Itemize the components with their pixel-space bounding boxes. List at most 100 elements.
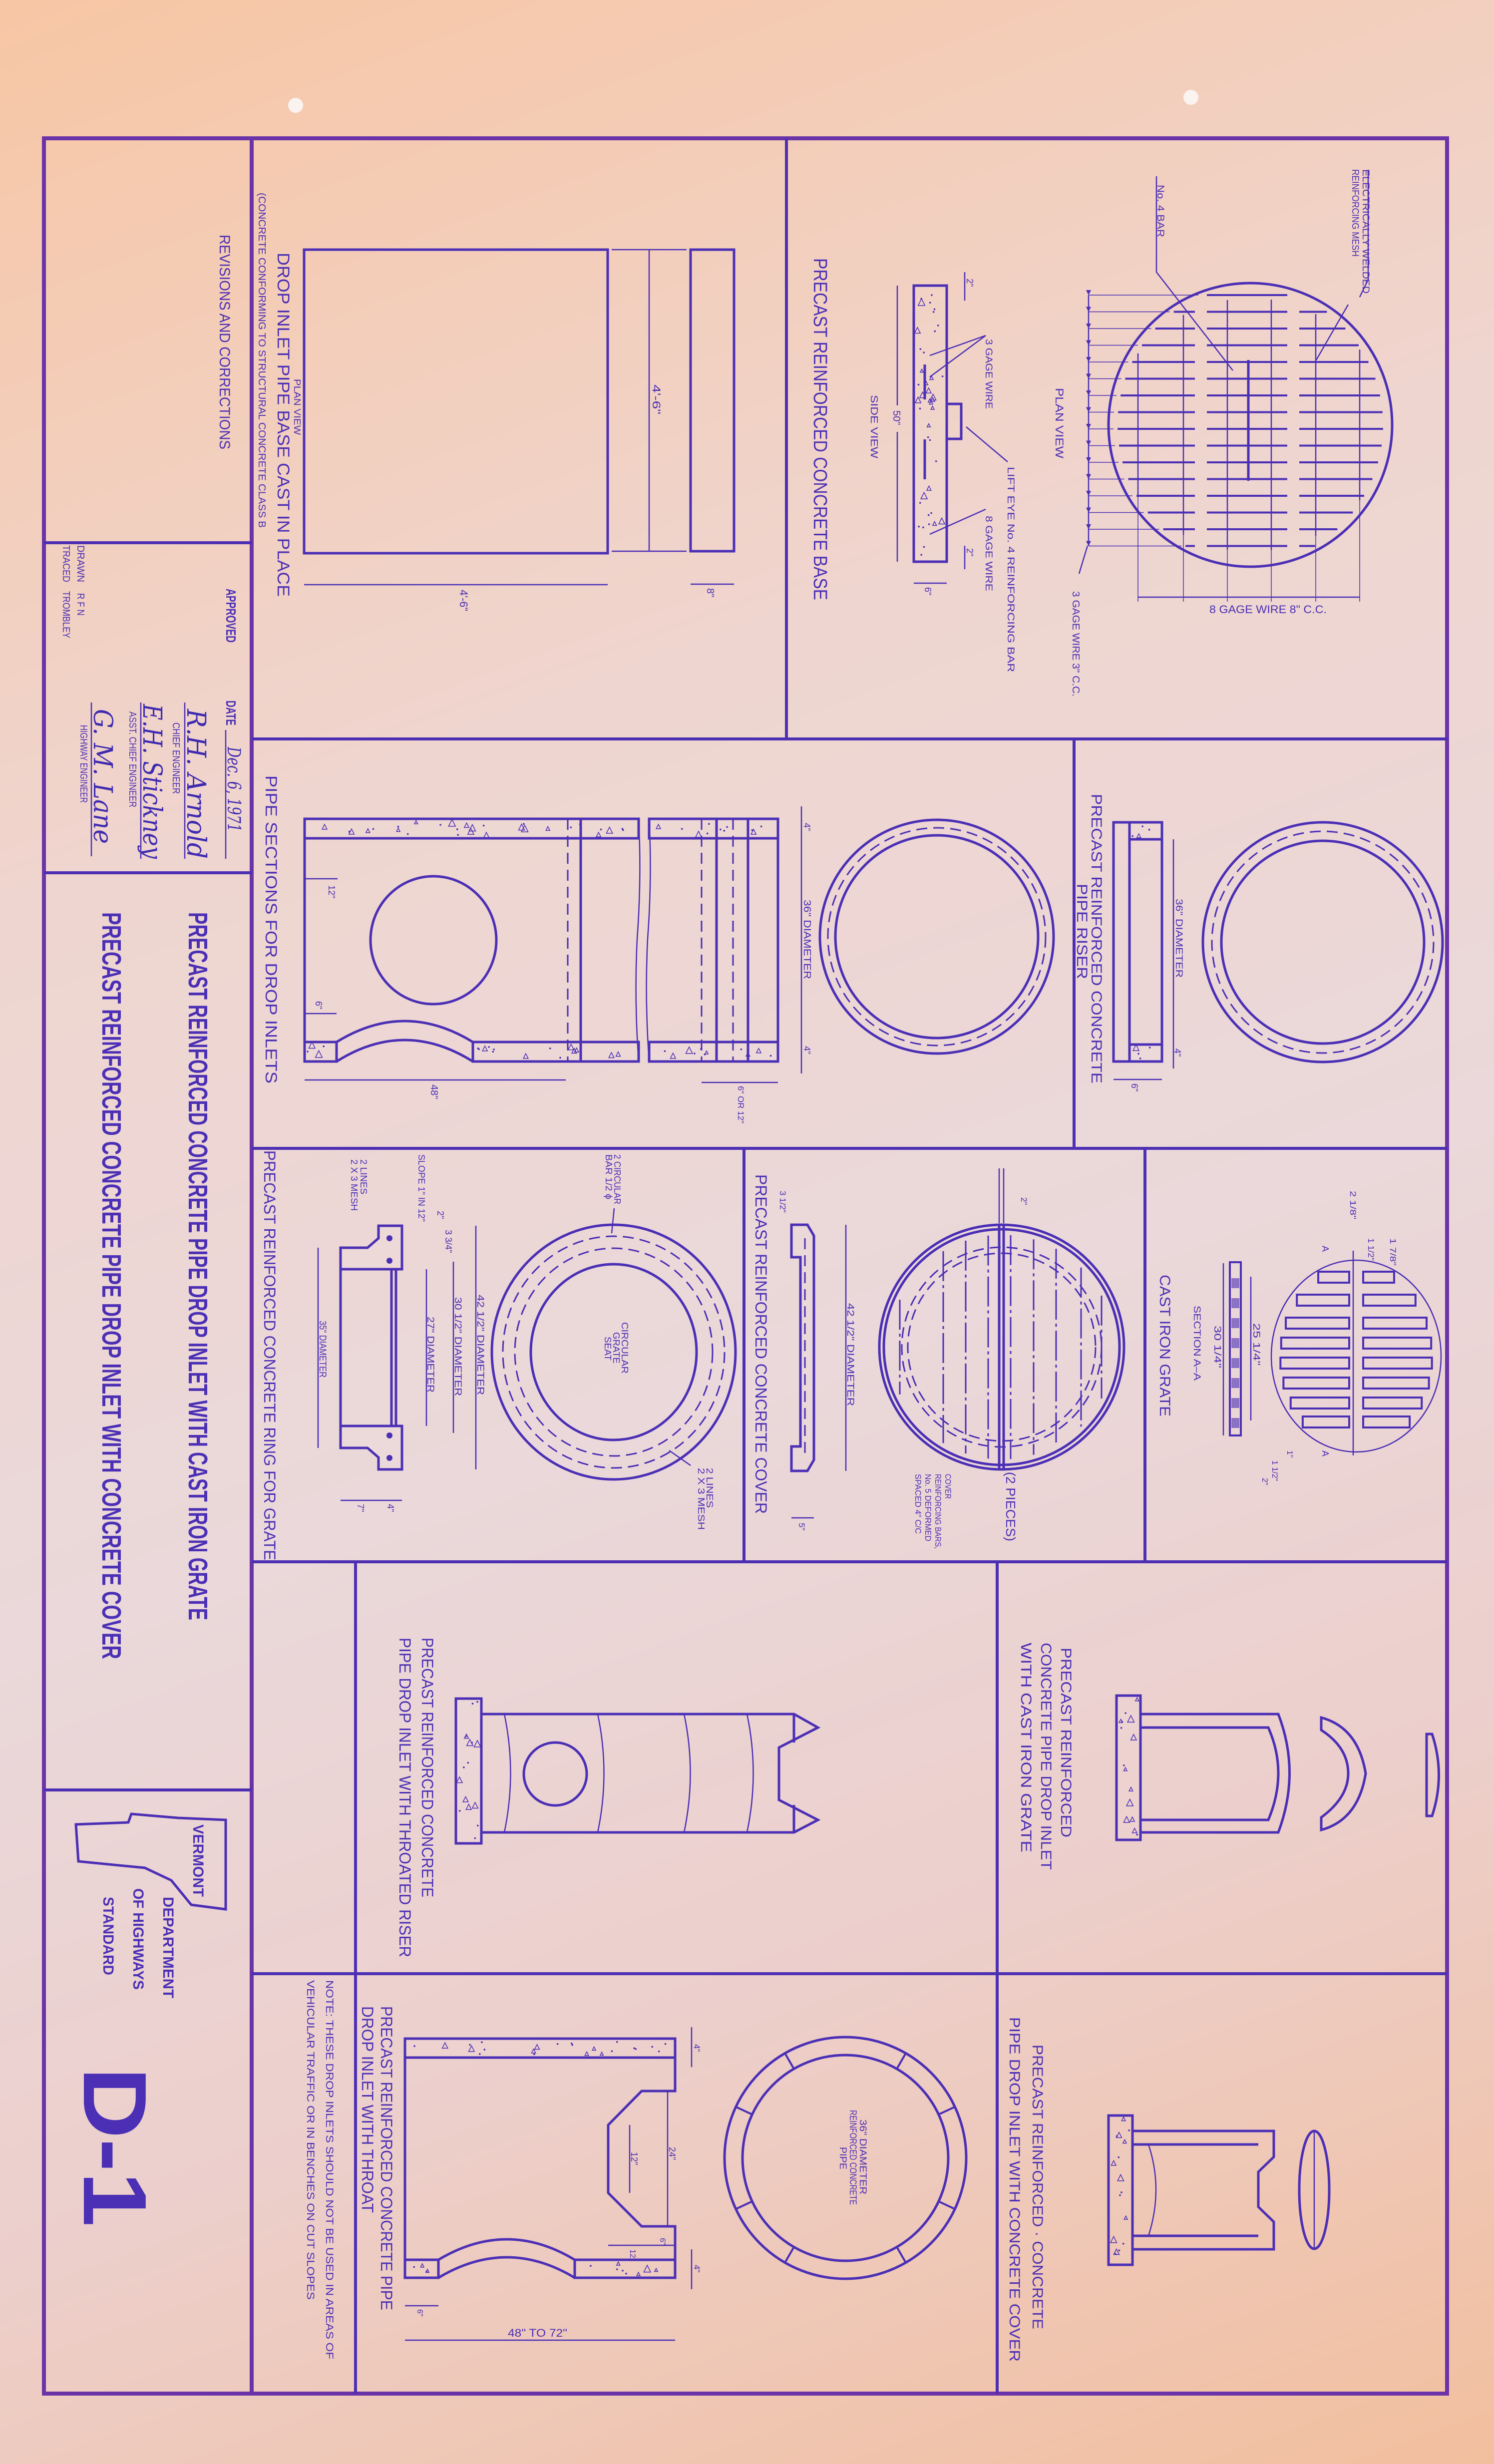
aggregate-mark: [938, 517, 946, 525]
lift-eye-label: LIFT EYE No. 4 REINFORCING BAR: [1005, 467, 1016, 672]
cover-inlet-pipe: [1132, 2129, 1275, 2251]
cover-note-1: COVER: [943, 1474, 953, 1499]
ring-sec-mesh-1: 2 LINES: [359, 1159, 369, 1194]
base-title: DROP INLET PIPE BASE CAST IN PLACE: [274, 253, 293, 597]
grate-slot: [1362, 1415, 1411, 1428]
throated-riser-title-1: PRECAST REINFORCED CONCRETE: [418, 1638, 436, 1897]
aggregate-dot: [533, 2053, 535, 2056]
role-asst-chief-engineer: ASST. CHIEF ENGINEER: [127, 711, 138, 807]
grate-bar-section: [1231, 1358, 1239, 1368]
grate-slot: [1362, 1377, 1430, 1390]
pipe-ring-ticks: [735, 2053, 956, 2263]
aggregate-mark: [521, 824, 529, 832]
wire-3-label: 3 GAGE WIRE 3" C.C.: [1070, 591, 1081, 697]
aggregate-mark: [919, 391, 926, 398]
throat-pipe-label-2: REINFORCED CONCRETE: [847, 2110, 858, 2205]
aggregate-mark: [1129, 1816, 1135, 1822]
aggregate-dot: [932, 311, 935, 313]
aggregate-mark: [750, 828, 757, 835]
grate-slot: [1362, 1357, 1433, 1370]
aggregate-dot: [681, 828, 683, 830]
cover-note-2: REINFORCING BARS,: [933, 1474, 943, 1549]
throat-pipe-inner: [741, 2054, 950, 2262]
plan-view-label: PLAN VIEW: [1053, 388, 1066, 458]
aggregate-mark: [365, 828, 371, 833]
aggregate-dot: [439, 824, 441, 826]
riser-title-1: PRECAST REINFORCED CONCRETE: [1088, 794, 1105, 1083]
aggregate-dot: [708, 823, 710, 825]
base-note: (CONCRETE CONFORMING TO STRUCTURAL CONCR…: [256, 193, 267, 528]
aggregate-mark: [914, 327, 921, 334]
ring-sec-mesh-2: 2 X 3 MESH: [349, 1159, 359, 1211]
aggregate-dot: [493, 1049, 495, 1051]
throat-note-2: VEHICULAR TRAFFIC OR IN BENCHES ON CUT S…: [305, 1980, 316, 2300]
aggregate-mark: [315, 1050, 323, 1058]
aggregate-dot: [1122, 2243, 1124, 2245]
aggregate-dot: [425, 2270, 428, 2273]
grate-title: CAST IRON GRATE: [1156, 1275, 1173, 1416]
aggregate-dot: [934, 330, 936, 333]
riser-base-block: [454, 1697, 483, 1845]
aggregate-mark: [930, 405, 935, 410]
aggregate-dot: [1123, 1764, 1125, 1766]
aggregate-dot: [1131, 835, 1133, 837]
ring-d-42: 42 1/2" DIAMETER: [475, 1295, 485, 1395]
aggregate-mark: [1126, 1715, 1135, 1723]
throat-dim-24: 24": [667, 2147, 677, 2160]
aggregate-mark: [462, 1795, 469, 1802]
grate-d-2: 2": [1260, 1478, 1269, 1485]
aggregate-mark: [463, 822, 470, 828]
pipe-joint-arc: [746, 1714, 754, 1833]
aggregate-dot: [467, 1761, 469, 1764]
aggregate-mark: [636, 2271, 641, 2276]
pipe-joint-dim: 6" OR 12": [736, 1086, 746, 1123]
aggregate-dot: [931, 294, 933, 296]
throat-note-1: NOTE: THESE DROP INLETS SHOULD NOT BE US…: [324, 1980, 335, 2359]
grate-inlet-pipe: [1140, 1713, 1291, 1834]
break-line: [646, 818, 651, 1062]
aggregate-dot: [1137, 1053, 1139, 1055]
aggregate-dot: [930, 512, 932, 514]
throated-riser-pipe: [481, 1713, 821, 1834]
pipe-joint-arc: [1147, 2144, 1157, 2236]
panel-precast-base: ELECTRICALLY WELDED REINFORCING MESH No.…: [809, 169, 1394, 697]
grate-d-112: 1 1/2": [1366, 1238, 1376, 1261]
aggregate-dot: [704, 1054, 706, 1056]
aggregate-dot: [651, 2046, 653, 2048]
sheet-title-grate: PRECAST REINFORCED CONCRETE PIPE DROP IN…: [183, 912, 213, 1620]
throat-wall-top: [403, 2037, 677, 2059]
pipe-hole-dim: 12": [327, 885, 337, 898]
aggregate-mark: [616, 2261, 621, 2266]
aggregate-mark: [1110, 2235, 1118, 2243]
aggregate-mark: [926, 422, 931, 428]
revisions-label: REVISIONS AND CORRECTIONS: [216, 235, 233, 449]
aggregate-dot: [720, 828, 722, 831]
aggregate-mark: [471, 1801, 479, 1809]
ring-tick: [938, 2106, 956, 2115]
grate-bar-section: [1231, 1398, 1239, 1408]
aggregate-mark: [592, 2046, 597, 2051]
pipe-wall-bottom: [303, 1041, 338, 1063]
ring-dim-4: 4": [385, 1504, 395, 1512]
aggregate-mark: [584, 2051, 590, 2056]
aggregate-dot: [1148, 828, 1150, 831]
grate-bar-section: [1231, 1378, 1239, 1388]
grate-d-178: 1 7/8": [1388, 1238, 1398, 1266]
grate-inlet-title-3: WITH CAST IRON GRATE: [1018, 1643, 1034, 1852]
grate-slot: [1280, 1337, 1350, 1350]
role-chief-engineer: CHIEF ENGINEER: [170, 722, 181, 794]
agency-line-2: OF HIGHWAYS: [130, 1888, 146, 1990]
throat-opening: [607, 2058, 677, 2260]
ring-tick: [735, 2200, 753, 2210]
grate-d-25: 25 1/4": [1251, 1323, 1261, 1366]
aggregate-dot: [413, 2045, 415, 2047]
aggregate-dot: [307, 1051, 309, 1053]
aggregate-mark: [1136, 833, 1141, 838]
circular-bar: [386, 1432, 392, 1438]
pipe-arch-dim: 6": [314, 1001, 324, 1009]
base-view-label: PLAN VIEW: [292, 379, 302, 435]
grate-section-label: SECTION A–A: [1191, 1306, 1202, 1381]
aggregate-dot: [1118, 2156, 1120, 2158]
cover-inlet-title-1: PRECAST REINFORCED · CONCRETE: [1029, 2045, 1046, 2329]
aggregate-dot: [1119, 2194, 1121, 2196]
